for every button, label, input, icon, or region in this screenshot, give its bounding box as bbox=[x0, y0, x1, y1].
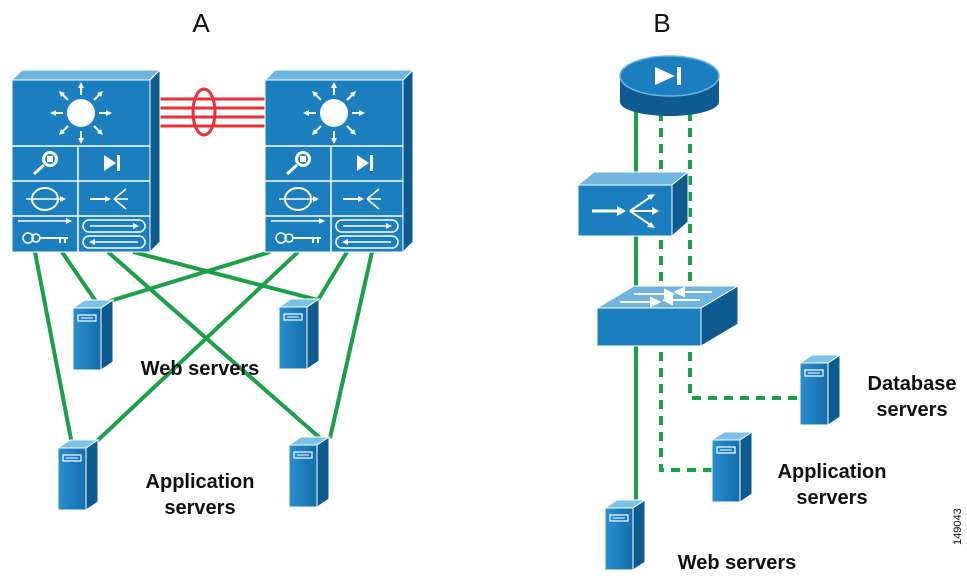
database-server-icon bbox=[799, 354, 841, 426]
router-icon bbox=[619, 55, 720, 116]
app-server-right-icon bbox=[288, 436, 330, 508]
etherchannel-bundle bbox=[150, 87, 268, 137]
multilayer-switch-left-icon bbox=[10, 68, 162, 254]
panel-a-title: A bbox=[192, 8, 210, 38]
panel-a-app-servers-label-line2: servers bbox=[164, 497, 235, 519]
panel-b-database-label-line1: Database bbox=[868, 373, 957, 395]
panel-b-title: B bbox=[653, 8, 670, 38]
web-server-left-icon bbox=[72, 299, 114, 371]
panel-b-web-label: Web servers bbox=[678, 552, 797, 574]
content-switch-icon bbox=[576, 170, 690, 238]
figure-id: 149043 bbox=[952, 508, 964, 545]
application-server-icon bbox=[711, 431, 753, 503]
web-server-icon bbox=[604, 499, 646, 571]
app-server-left-icon bbox=[57, 439, 99, 511]
multilayer-switch-right-icon bbox=[263, 68, 415, 254]
layer2-switch-icon bbox=[595, 285, 740, 347]
web-server-right-icon bbox=[278, 298, 320, 370]
panel-b-app-label-line1: Application bbox=[778, 461, 887, 483]
panel-b-database-label-line2: servers bbox=[876, 399, 947, 421]
panel-b-app-label-line2: servers bbox=[796, 487, 867, 509]
panel-a-app-servers-label-line1: Application bbox=[146, 471, 255, 493]
panel-a-links bbox=[33, 250, 374, 461]
panel-a-web-servers-label: Web servers bbox=[141, 358, 260, 380]
